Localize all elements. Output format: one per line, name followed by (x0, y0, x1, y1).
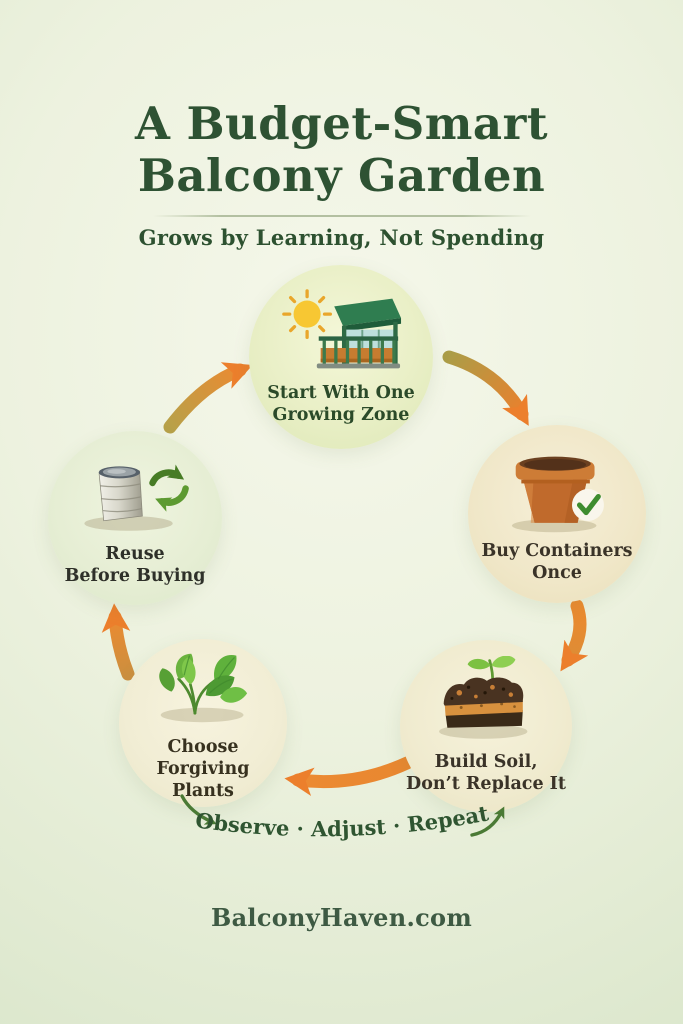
page-title: A Budget-Smart Balcony Garden (0, 98, 683, 202)
tagline-group: Observe · Adjust · Repeat (180, 794, 505, 841)
step-circle-buy-containers: Buy Containers Once (468, 425, 646, 603)
footer: BalconyHaven.com (0, 903, 683, 932)
footer-site-text: BalconyHaven.com (210, 903, 473, 932)
step-label: Buy Containers Once (481, 541, 633, 583)
step-circle-build-soil: Build Soil, Don’t Replace It (400, 640, 572, 812)
tin-can-recycle-icon (74, 448, 196, 540)
step-label: Choose Forgiving Plants (156, 737, 250, 801)
header: A Budget-Smart Balcony Garden Grows by L… (0, 98, 683, 251)
soil-layers-sprout-icon (426, 655, 546, 748)
arrow-reuse-to-start-icon (163, 362, 253, 434)
arrow-plants-to-reuse-icon (101, 603, 135, 681)
tagline-arrow-left-icon (180, 794, 217, 825)
arrow-soil-to-plants-icon (284, 756, 414, 797)
title-divider (152, 215, 531, 217)
tagline-arrow-right-icon (470, 806, 505, 837)
step-circle-choose-plants: Choose Forgiving Plants (119, 639, 287, 807)
arrow-start-to-containers-icon (442, 350, 529, 426)
title-line-2: Balcony Garden (137, 149, 546, 202)
page-subtitle: Grows by Learning, Not Spending (138, 225, 545, 250)
step-label: Build Soil, Don’t Replace It (406, 752, 566, 794)
title-line-1: A Budget-Smart (134, 97, 549, 150)
step-label: Reuse Before Buying (64, 544, 206, 586)
arrow-containers-to-soil-icon (560, 599, 589, 672)
terracotta-pot-check-icon (496, 443, 618, 537)
step-circle-reuse: Reuse Before Buying (48, 431, 222, 605)
tagline-text: Observe · Adjust · Repeat (194, 800, 491, 841)
step-circle-start-zone: Start With One Growing Zone (249, 265, 433, 449)
step-label: Start With One Growing Zone (267, 383, 415, 425)
leafy-plants-icon (144, 643, 262, 733)
sun-balcony-icon (278, 287, 404, 379)
